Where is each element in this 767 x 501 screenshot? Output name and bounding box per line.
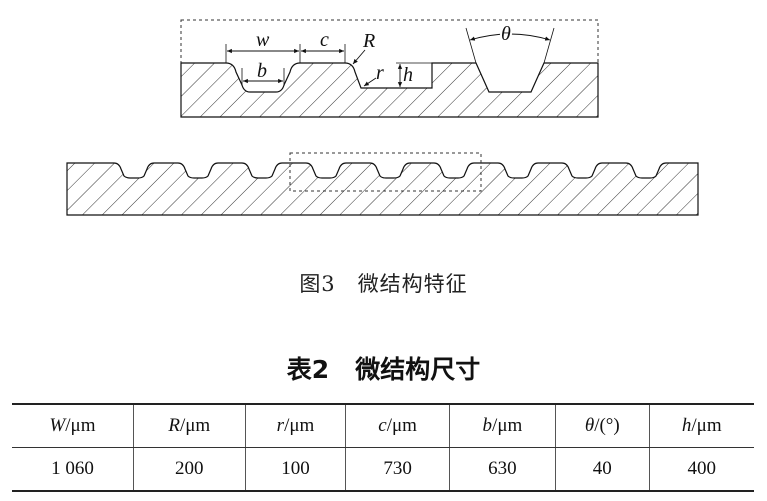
header-h: h/μm [648, 403, 754, 448]
theta-label: θ [501, 23, 511, 45]
header-r: r/μm [244, 403, 346, 448]
header-theta: θ/(°) [555, 403, 650, 448]
value-h: 400 [648, 447, 754, 492]
b-label: b [257, 60, 267, 82]
header-W: W/μm [12, 403, 134, 448]
value-c: 730 [345, 447, 450, 492]
detail-region-marker [289, 152, 482, 192]
value-R: 200 [132, 447, 246, 492]
full-profile-view [66, 152, 699, 216]
header-R: R/μm [132, 403, 246, 448]
h-label: h [403, 64, 413, 86]
header-c: c/μm [345, 403, 450, 448]
c-label: c [320, 29, 329, 51]
table-title-number: 表2 [286, 355, 330, 384]
theta-ext-right [543, 27, 555, 64]
theta-ext-left [465, 27, 477, 64]
theta-arc [469, 33, 551, 41]
dimension-table: W/μm R/μm r/μm c/μm b/μm θ/(°) h/μm 1 06… [12, 403, 754, 492]
table-title-text: 微结构尺寸 [355, 355, 481, 384]
r-leader [363, 77, 377, 87]
r-label: r [376, 62, 384, 84]
value-r: 100 [244, 447, 346, 492]
R-label: R [362, 30, 375, 52]
figure-caption-number: 图3 [299, 272, 336, 296]
w-label: w [256, 29, 270, 51]
table-title: 表2 微结构尺寸 [0, 350, 767, 386]
detail-view: w c R b r h θ [180, 19, 599, 118]
value-theta: 40 [555, 447, 650, 492]
full-profile [66, 162, 699, 216]
table-row: 1 060 200 100 730 630 40 400 [12, 447, 754, 492]
table-header-row: W/μm R/μm r/μm c/μm b/μm θ/(°) h/μm [12, 403, 754, 448]
detail-profile [180, 62, 599, 118]
value-W: 1 060 [12, 447, 134, 492]
figure-caption: 图3 微结构特征 [0, 268, 767, 298]
value-b: 630 [448, 447, 556, 492]
microstructure-figure: w c R b r h θ [66, 19, 699, 216]
R-leader [352, 49, 366, 65]
figure-caption-text: 微结构特征 [357, 272, 468, 296]
header-b: b/μm [448, 403, 556, 448]
